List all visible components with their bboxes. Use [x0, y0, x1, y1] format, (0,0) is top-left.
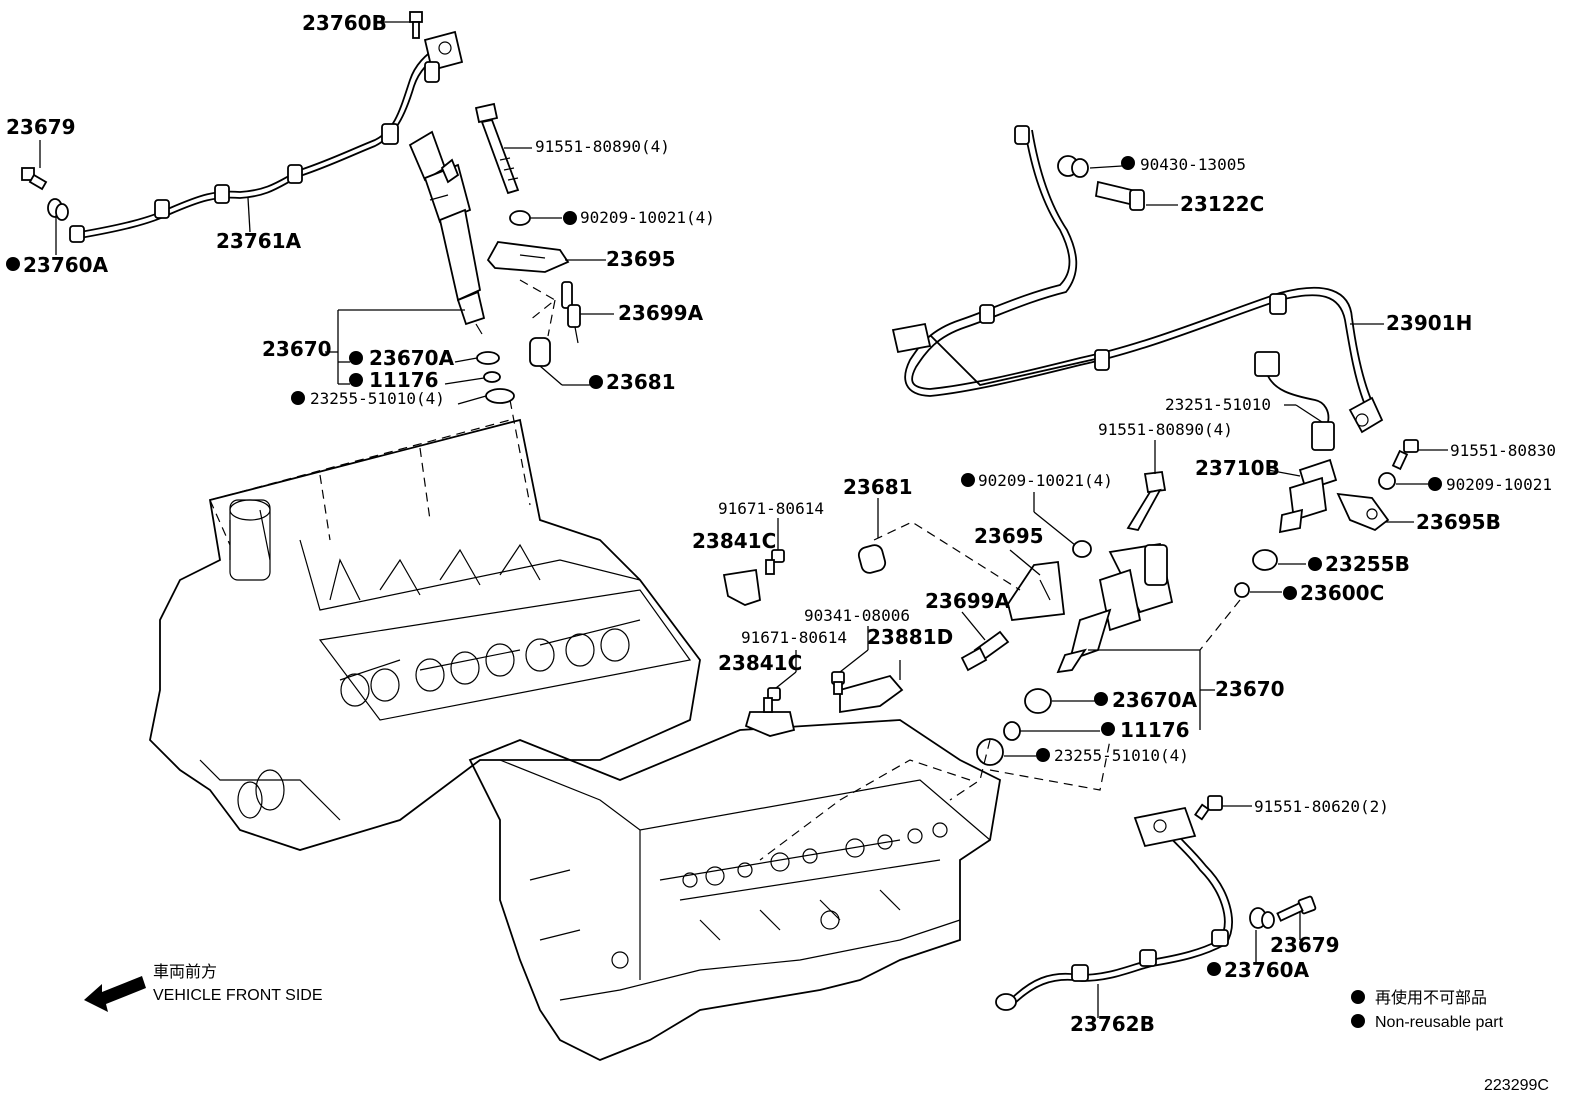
- label-23255-top: 23255-51010(4): [310, 389, 445, 408]
- label-91671-80614-b: 91671-80614: [741, 628, 847, 647]
- front-arrow-icon: [84, 976, 146, 1012]
- label-91551-80830: 91551-80830: [1450, 441, 1556, 460]
- label-90209-10021-right: 90209-10021: [1446, 475, 1552, 494]
- label-23695-mid: 23695: [974, 524, 1044, 548]
- label-23761a: 23761A: [216, 229, 302, 253]
- label-23760a-left: 23760A: [23, 253, 109, 277]
- bolt-91551-80890-top-icon: [474, 102, 520, 195]
- wire-harness-23762b: [995, 806, 1233, 1011]
- label-23681-top: 23681: [606, 370, 676, 394]
- label-23670a-mid: 23670A: [1112, 688, 1198, 712]
- leader-lines: [39, 21, 1448, 1018]
- oring-23670a-mid-icon: [1024, 688, 1052, 714]
- label-23600c: 23600C: [1300, 581, 1384, 605]
- non-reusable-markers: [6, 156, 1442, 976]
- label-23841c-b: 23841C: [718, 651, 802, 675]
- connector-23251-51010-icon: [1254, 351, 1335, 451]
- sensor-23699a-mid-icon: [960, 630, 1010, 672]
- washer-23600c-icon: [1234, 582, 1250, 598]
- engine-cylinder-head-left: [149, 418, 701, 851]
- label-91551-80620: 91551-80620(2): [1254, 797, 1389, 816]
- bolt-91551-80890-right-icon: [1126, 471, 1167, 532]
- label-90341-08006: 90341-08006: [804, 606, 910, 625]
- label-91671-80614-a: 91671-80614: [718, 499, 824, 518]
- label-23251-51010: 23251-51010: [1165, 395, 1271, 414]
- part-labels: 23760B 23679 23760A 23761A 91551-80890(4…: [6, 11, 1556, 1036]
- oring-11176-top-icon: [483, 371, 501, 383]
- label-23679-right: 23679: [1270, 933, 1340, 957]
- oring-11176-mid-icon: [1003, 721, 1021, 741]
- legend-dot-icon: [1351, 1014, 1365, 1028]
- clamp-23695-mid-icon: [1007, 560, 1065, 621]
- label-23670a-top: 23670A: [369, 346, 455, 370]
- engine-cylinder-head-right: [468, 719, 1001, 1061]
- legend-dot-icon: [1351, 990, 1365, 1004]
- gasket-23255b-icon: [1252, 549, 1278, 571]
- label-23760b-top: 23760B: [302, 11, 387, 35]
- vehicle-front-jp: 車両前方: [153, 963, 217, 981]
- bolt-91551-80830-icon: [1391, 439, 1419, 471]
- legend: 再使用不可部品 Non-reusable part: [1351, 989, 1504, 1031]
- sleeve-23681-mid-icon: [857, 544, 887, 574]
- bolt-23679-right-icon: [1276, 895, 1317, 922]
- washer-90209-right-icon: [1378, 472, 1396, 490]
- clip-23760a-right-icon: [1249, 907, 1275, 929]
- fuel-injector-top: [408, 130, 486, 335]
- bracket-23841c-a-icon: [722, 549, 785, 606]
- dashed-guides: [209, 279, 1241, 861]
- label-90209-10021-mid: 90209-10021(4): [978, 471, 1113, 490]
- gasket-23255-mid-icon: [976, 738, 1004, 766]
- bolt-91551-80620-icon: [1194, 795, 1223, 821]
- clamp-23695-top-icon: [486, 241, 570, 273]
- label-23670-right: 23670: [1215, 677, 1285, 701]
- label-23255b: 23255B: [1325, 552, 1410, 576]
- sleeve-23681-top-icon: [529, 337, 551, 367]
- figure-id: 223299C: [1484, 1077, 1549, 1094]
- label-23699a-mid: 23699A: [925, 589, 1011, 613]
- label-23901h: 23901H: [1386, 311, 1472, 335]
- label-23670-top: 23670: [262, 337, 332, 361]
- clip-90430-13005-icon: [1057, 155, 1089, 178]
- label-90430-13005: 90430-13005: [1140, 155, 1246, 174]
- bolt-23122c-icon: [1094, 180, 1145, 211]
- label-90209-10021-top: 90209-10021(4): [580, 208, 715, 227]
- label-23122c: 23122C: [1180, 192, 1264, 216]
- label-23710b: 23710B: [1195, 456, 1280, 480]
- bracket-23841c-b-icon: [744, 687, 796, 737]
- label-23255-mid: 23255-51010(4): [1054, 746, 1189, 765]
- legend-en: Non-reusable part: [1375, 1014, 1504, 1031]
- vehicle-front-indicator: 車両前方 VEHICLE FRONT SIDE: [84, 963, 323, 1012]
- label-91551-80890-right: 91551-80890(4): [1098, 420, 1233, 439]
- label-23762b: 23762B: [1070, 1012, 1155, 1036]
- injector-23710b-icon: [1278, 458, 1338, 534]
- label-23841c-a: 23841C: [692, 529, 776, 553]
- bolt-23760b-icon: [409, 11, 423, 39]
- washer-90209-mid-icon: [1072, 540, 1092, 558]
- label-23679-left: 23679: [6, 115, 76, 139]
- vehicle-front-en: VEHICLE FRONT SIDE: [153, 987, 323, 1004]
- oring-23670a-top-icon: [476, 351, 500, 365]
- clip-23760a-left-icon: [47, 198, 69, 221]
- clamp-23695b-icon: [1336, 492, 1390, 532]
- label-23695b: 23695B: [1416, 510, 1501, 534]
- sensor-23699a-top-icon: [561, 281, 581, 344]
- label-11176-mid: 11176: [1120, 718, 1190, 742]
- label-23681-mid: 23681: [843, 475, 913, 499]
- wire-harness-23761a: [69, 30, 464, 243]
- fuel-injector-mid: [1056, 542, 1174, 674]
- legend-jp: 再使用不可部品: [1375, 989, 1487, 1007]
- washer-90209-top-icon: [509, 210, 531, 226]
- label-23881d: 23881D: [867, 625, 953, 649]
- label-23760a-right: 23760A: [1224, 958, 1310, 982]
- bracket-23881d-icon: [831, 671, 904, 714]
- wire-harness-23901h: [891, 125, 1384, 434]
- bolt-23679-left-icon: [21, 167, 48, 191]
- label-11176-top: 11176: [369, 368, 439, 392]
- label-23699a-top: 23699A: [618, 301, 704, 325]
- label-91551-80890-top: 91551-80890(4): [535, 137, 670, 156]
- label-23695-top: 23695: [606, 247, 676, 271]
